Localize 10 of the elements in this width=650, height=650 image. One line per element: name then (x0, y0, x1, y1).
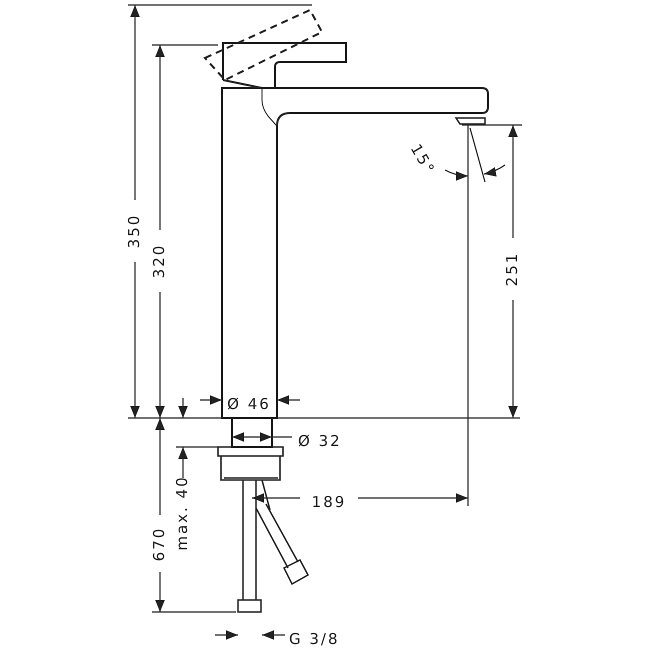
dimension-label: 350 (125, 214, 144, 248)
dimension-label: 15° (406, 140, 439, 178)
dimension-label: Ø 46 (227, 395, 271, 414)
dimension-label: 320 (150, 244, 168, 278)
dimension-label: 189 (312, 493, 346, 512)
dimension-label: 670 (150, 526, 168, 562)
dimension-label: max. 40 (173, 475, 192, 551)
dimension-label: G 3/8 (289, 630, 340, 648)
dimension-label: 251 (503, 252, 522, 286)
dimension-label: Ø 32 (298, 432, 342, 450)
